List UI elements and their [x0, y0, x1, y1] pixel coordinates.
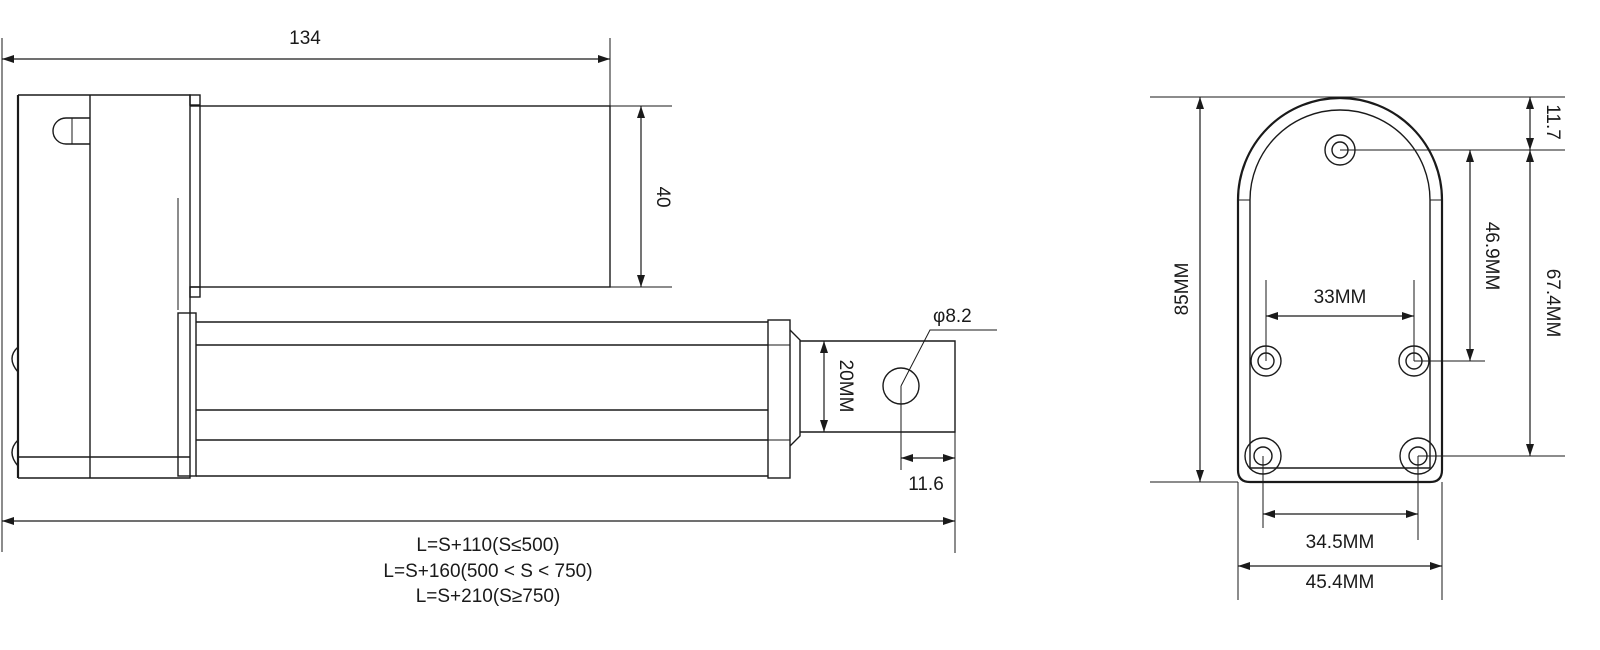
formula-line-1: L=S+110(S≤500) [416, 535, 559, 556]
formula-line-2: L=S+160(500 < S < 750) [383, 561, 592, 582]
dim-label-hole: φ8.2 [933, 306, 972, 327]
dim-label-40: 40 [652, 186, 673, 207]
dim-label-46-9mm: 46.9MM [1481, 222, 1502, 291]
dim-85mm: 85MM [1150, 96, 1340, 483]
dim-11-6: 11.6 [900, 386, 956, 553]
motor-body [190, 105, 611, 288]
dim-40: 40 [610, 105, 673, 288]
inner-rod [800, 340, 956, 433]
gearbox-housing [11, 94, 201, 479]
outer-tube [177, 312, 801, 479]
dim-45-4mm: 45.4MM [1237, 482, 1443, 600]
dim-label-33mm: 33MM [1314, 287, 1367, 308]
dim-label-11-6: 11.6 [908, 474, 944, 495]
formula-line-3: L=S+210(S≥750) [416, 586, 561, 607]
dim-11-7: 11.7 [1340, 96, 1565, 151]
dim-hole-diameter: φ8.2 [900, 306, 997, 387]
dim-label-20mm: 20MM [835, 360, 856, 413]
dim-33mm: 33MM [1265, 280, 1415, 361]
dim-label-34-5mm: 34.5MM [1306, 532, 1375, 553]
dim-label-85mm: 85MM [1172, 263, 1193, 316]
dim-46-9mm: 46.9MM [1414, 150, 1502, 362]
dim-label-67-4mm: 67.4MM [1542, 269, 1563, 338]
dim-34-5mm: 34.5MM [1262, 456, 1419, 553]
dim-label-134: 134 [289, 28, 321, 49]
dim-20mm: 20MM [820, 341, 856, 432]
bracket-outline [1236, 96, 1444, 484]
dim-label-11-7: 11.7 [1542, 104, 1563, 140]
end-view: 85MM 11.7 67.4MM 46.9MM 33MM [1150, 96, 1565, 600]
side-view: 134 40 20MM φ8.2 11.6 L=S+1 [1, 28, 997, 607]
dim-134: 134 [1, 28, 611, 552]
dim-label-45-4mm: 45.4MM [1306, 572, 1375, 593]
dim-total-length: L=S+110(S≤500) L=S+160(500 < S < 750) L=… [2, 517, 955, 607]
dim-67-4mm: 67.4MM [1418, 150, 1565, 457]
